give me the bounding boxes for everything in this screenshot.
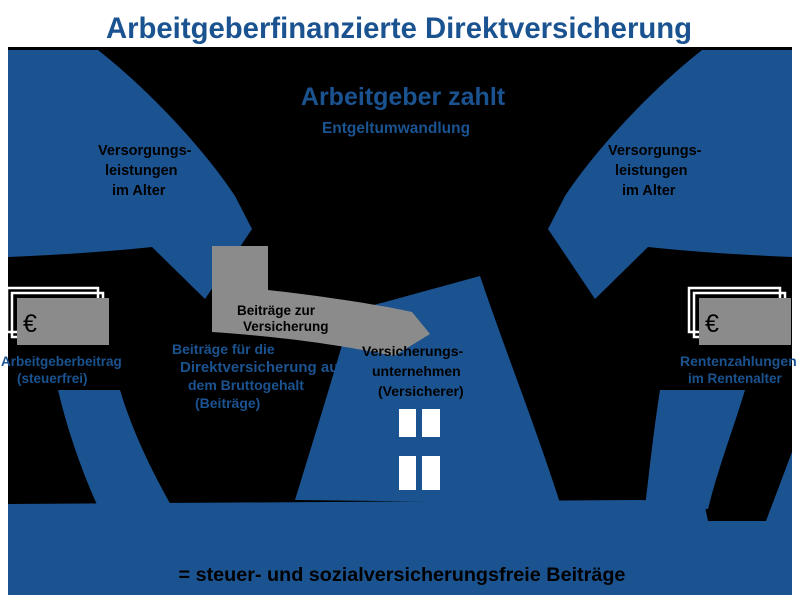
svg-text:leistungen: leistungen — [615, 163, 688, 179]
svg-text:Versorgungs-: Versorgungs- — [608, 143, 702, 159]
svg-text:im Alter: im Alter — [112, 183, 166, 199]
svg-text:Arbeitgeberfinanzierte Direktv: Arbeitgeberfinanzierte Direktversicherun… — [106, 12, 692, 45]
svg-text:Versicherung: Versicherung — [243, 319, 329, 334]
svg-text:unternehmen: unternehmen — [372, 363, 461, 379]
svg-text:dem Bruttogehalt: dem Bruttogehalt — [188, 377, 304, 393]
svg-text:(Beiträge): (Beiträge) — [195, 395, 260, 411]
svg-text:Direktversicherung aus: Direktversicherung aus — [180, 359, 347, 376]
svg-text:= steuer- und sozialversicheru: = steuer- und sozialversicherungsfreie B… — [179, 564, 626, 586]
svg-text:(steuerfrei): (steuerfrei) — [17, 371, 88, 386]
svg-text:Versorgungs-: Versorgungs- — [98, 143, 192, 159]
svg-text:leistungen: leistungen — [105, 163, 178, 179]
svg-text:Beiträge zur: Beiträge zur — [237, 303, 316, 318]
svg-text:Rentenzahlungen: Rentenzahlungen — [680, 353, 797, 369]
svg-text:Versicherungs-: Versicherungs- — [362, 343, 463, 359]
svg-text:€: € — [23, 310, 37, 338]
svg-text:Entgeltumwandlung: Entgeltumwandlung — [322, 120, 470, 137]
svg-text:Arbeitgeber zahlt: Arbeitgeber zahlt — [301, 83, 506, 111]
svg-text:€: € — [705, 310, 719, 338]
svg-text:im Rentenalter: im Rentenalter — [688, 371, 783, 386]
svg-text:Beiträge für die: Beiträge für die — [172, 341, 275, 357]
svg-text:(Versicherer): (Versicherer) — [378, 383, 464, 399]
svg-text:im Alter: im Alter — [622, 183, 676, 199]
svg-text:Arbeitgeberbeitrag: Arbeitgeberbeitrag — [1, 354, 122, 369]
